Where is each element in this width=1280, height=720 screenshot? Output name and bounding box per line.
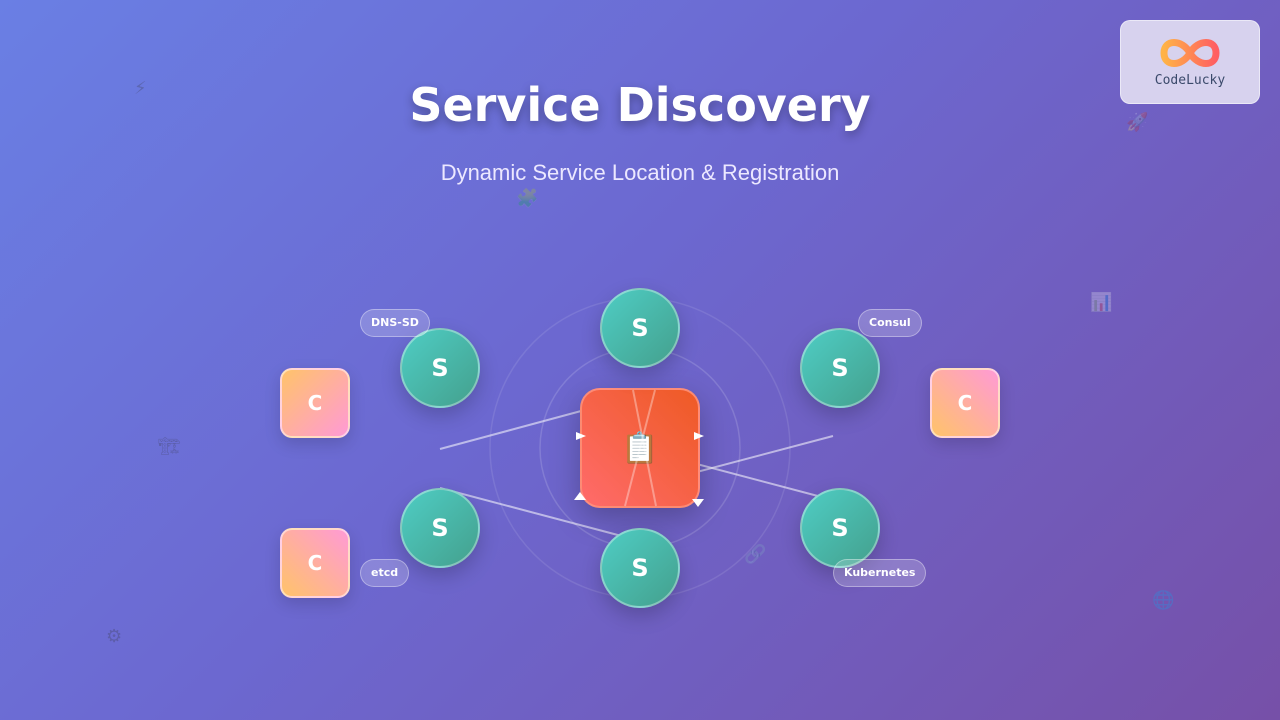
tag-etcd: etcd <box>360 559 410 587</box>
arrow-icon <box>574 492 586 500</box>
client-node[interactable]: C <box>280 528 350 598</box>
arrow-icon <box>576 432 586 440</box>
chart-icon: 📊 <box>1090 292 1113 313</box>
link-icon: 🔗 <box>744 544 767 565</box>
tag-kubernetes: Kubernetes <box>833 559 927 587</box>
clipboard-icon: 📋 <box>621 431 658 466</box>
globe-icon: 🌐 <box>1152 590 1175 611</box>
service-node[interactable]: S <box>800 328 880 408</box>
tag-dns-sd: DNS-SD <box>360 309 430 337</box>
connection-line <box>439 487 634 540</box>
page-subtitle: Dynamic Service Location & Registration <box>440 160 840 185</box>
page-title: Service Discovery <box>409 78 871 132</box>
service-node[interactable]: S <box>800 488 880 568</box>
service-node[interactable]: S <box>400 488 480 568</box>
client-node[interactable]: C <box>930 368 1000 438</box>
rocket-icon: 🚀 <box>1126 112 1149 133</box>
puzzle-icon: 🧩 <box>516 188 539 209</box>
lightning-icon: ⚡ <box>134 78 147 99</box>
service-registry[interactable]: 📋 <box>580 388 700 508</box>
service-node[interactable]: S <box>400 328 480 408</box>
tag-consul: Consul <box>858 309 922 337</box>
infinity-logo-icon <box>1160 39 1220 67</box>
connection-line <box>624 389 656 507</box>
arrow-icon <box>692 499 704 507</box>
service-node[interactable]: S <box>600 528 680 608</box>
gear-icon: ⚙ <box>106 626 123 647</box>
crane-icon: 🏗 <box>158 436 181 457</box>
connection-line <box>632 389 657 507</box>
service-node[interactable]: S <box>600 288 680 368</box>
logo-text: CodeLucky <box>1154 73 1226 88</box>
client-node[interactable]: C <box>280 368 350 438</box>
codelucky-logo: CodeLucky <box>1120 20 1260 104</box>
arrow-icon <box>694 432 704 440</box>
